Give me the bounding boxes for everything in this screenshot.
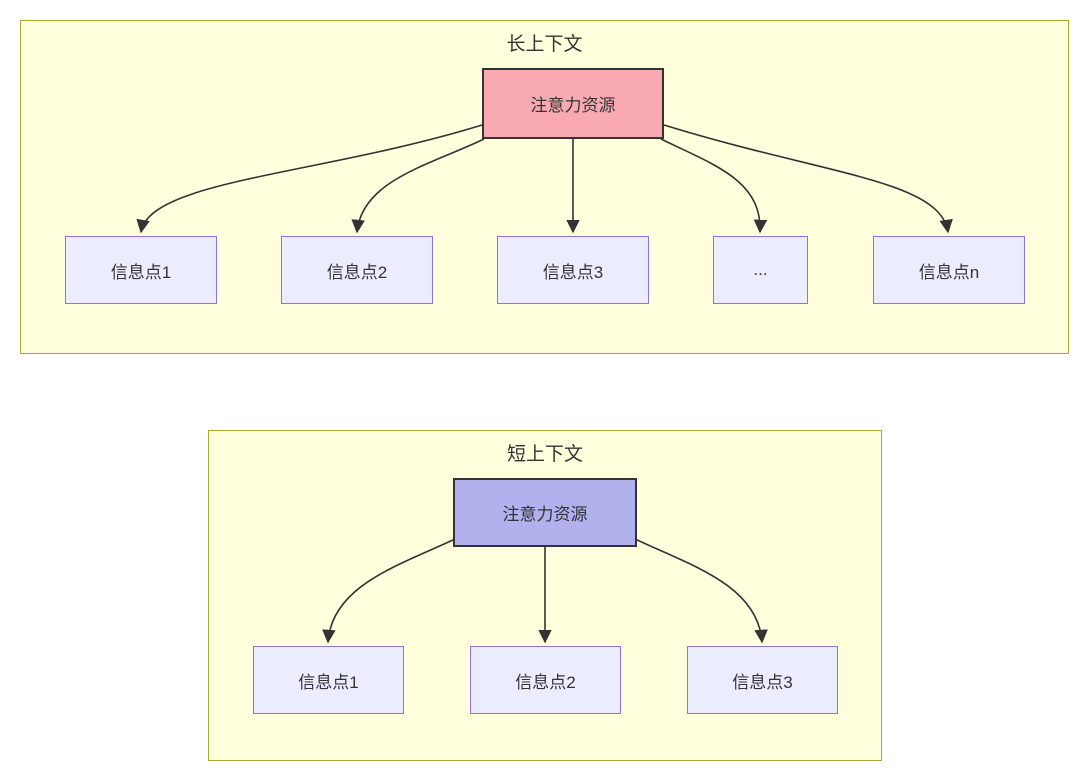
info-node-long-2: 信息点2 — [281, 236, 433, 304]
attention-resource-node-long: 注意力资源 — [482, 68, 664, 139]
panel-long-title: 长上下文 — [506, 34, 583, 55]
info-node-long-3: 信息点3 — [497, 236, 649, 304]
info-node-long-1: 信息点1 — [65, 236, 217, 304]
attention-resource-node-short: 注意力资源 — [453, 478, 637, 547]
panel-short-title: 短上下文 — [506, 444, 583, 465]
info-node-short-3: 信息点3 — [687, 646, 838, 714]
info-node-long-n: 信息点n — [873, 236, 1025, 304]
info-node-short-1: 信息点1 — [253, 646, 404, 714]
info-node-long-ellipsis: ... — [713, 236, 808, 304]
info-node-short-2: 信息点2 — [470, 646, 621, 714]
